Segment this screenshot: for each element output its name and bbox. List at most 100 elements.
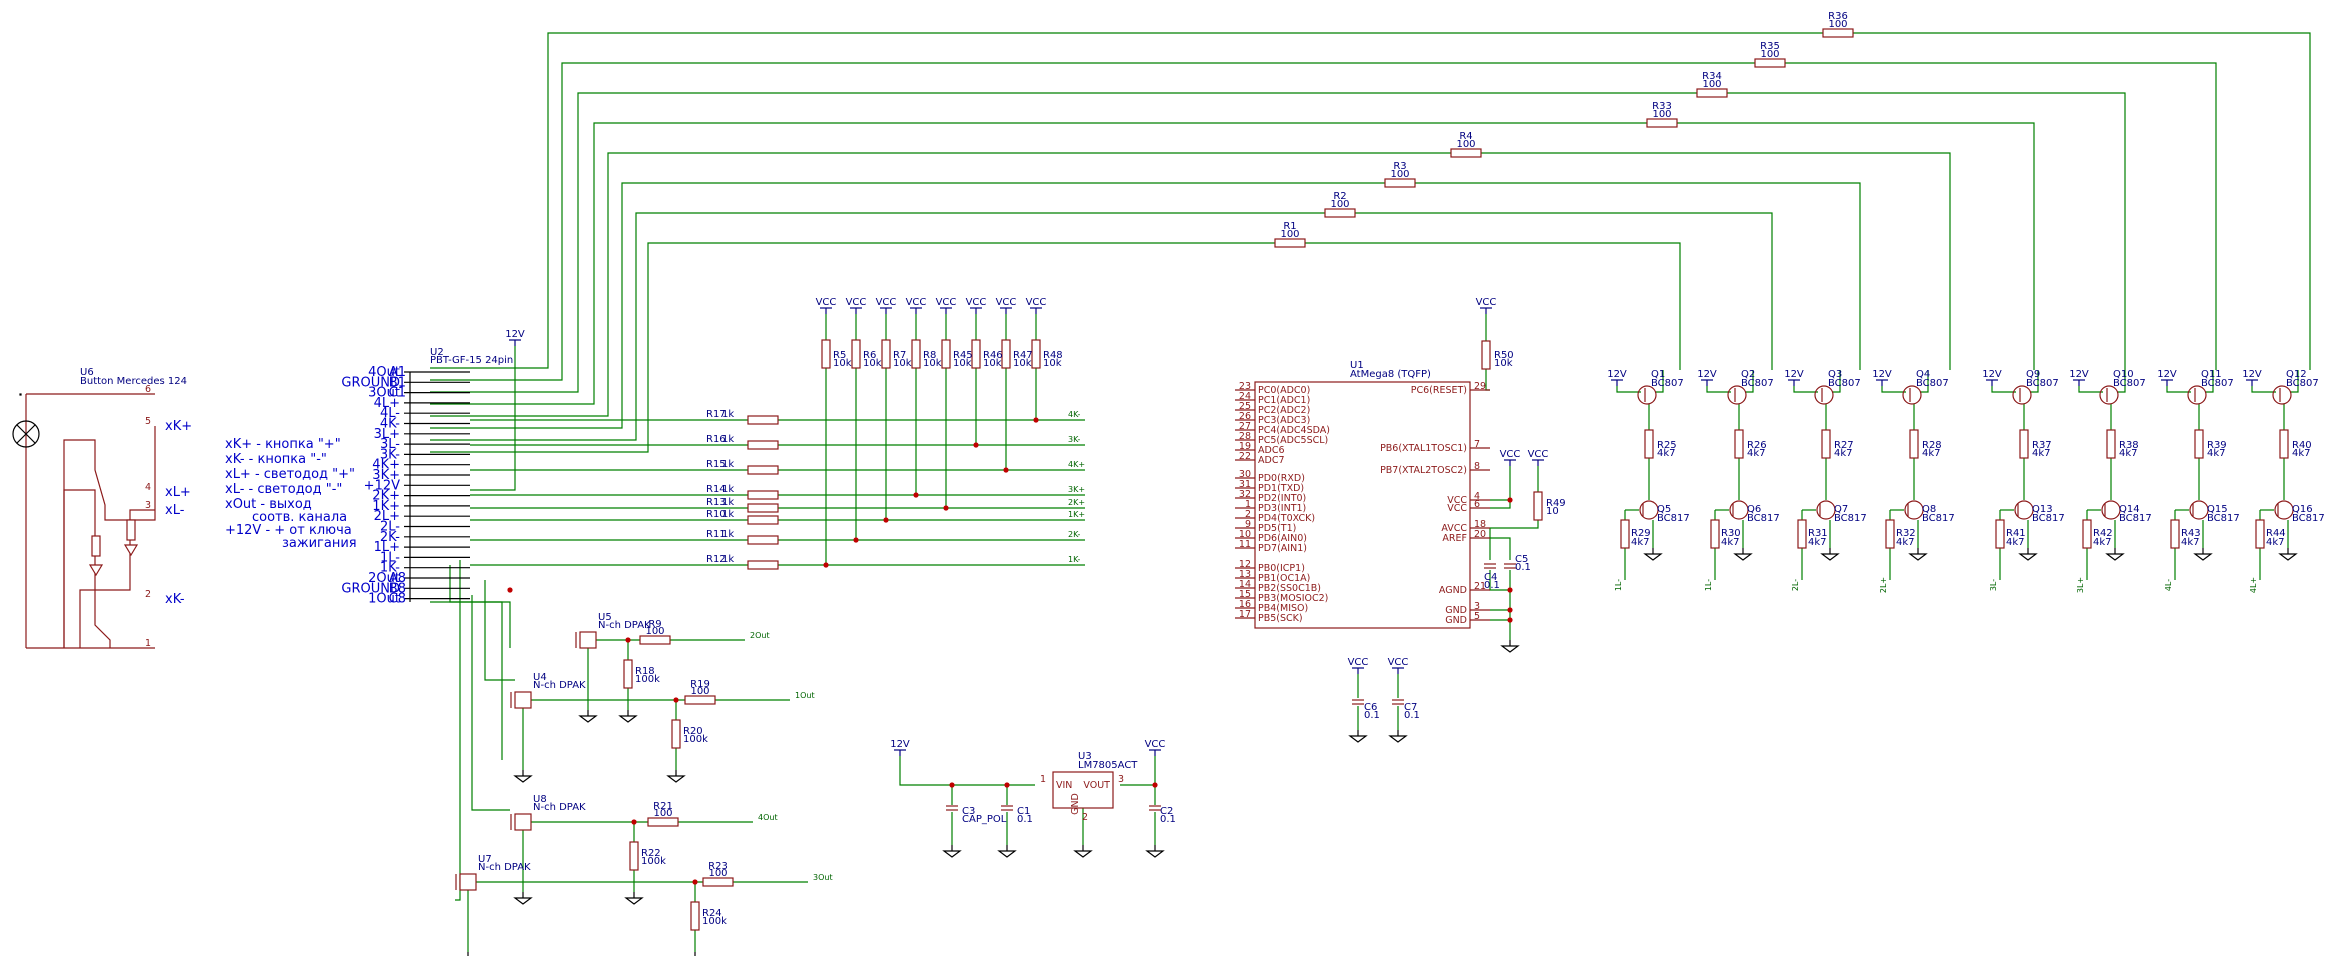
driver-resistor-value: 4k7 [2292,448,2311,459]
npn-value: BC817 [1834,513,1867,524]
mcu-pin-number: 28 [1239,431,1251,442]
connector-pin-name: 2Out [368,571,400,586]
connector-pin-name: 1K+ [372,499,400,514]
connector-pin-name: +12V [364,478,400,493]
connector-pin-name: 3L- [380,437,400,452]
conn-out-net [449,565,503,760]
driver-base [1655,370,1664,393]
ground-symbol [2105,553,2125,561]
mcu-pin-number: 24 [1239,391,1251,402]
mcu-pin-number: 22 [1239,451,1251,462]
top-net-left [430,182,1385,429]
junction-dot [1507,617,1513,623]
input-resistor [747,415,779,425]
mosfet-net-label: 1Out [795,691,815,700]
mcu-pin-name: PB2(SS0C1B) [1258,583,1321,594]
mcu-pin-number: 25 [1239,401,1251,412]
conn-out-net [484,580,515,681]
c2-ref: C2 [1160,806,1173,817]
driver-base [1920,370,1929,393]
c6-value: 0.1 [1364,710,1380,721]
ground-symbol [942,850,962,858]
mcu-pin-name: VCC [1447,503,1467,514]
c4-ref: C4 [1484,572,1497,583]
labels-layer: R36100R35100R34100R33100R4100R3100R2100R… [80,11,2325,927]
ground-symbol [1388,735,1408,743]
legend-line: xOut - выход [225,497,312,512]
v12-supply-label: 12V [1872,369,1892,380]
mosfet-body [514,691,532,709]
junction-dot [507,587,513,593]
pnp-value: BC807 [2286,378,2319,389]
pnp-transistor [2187,385,2207,405]
top-resistor-value: 100 [1456,139,1475,150]
connector-pin-id: C8 [389,592,406,607]
npn-value: BC817 [1657,513,1690,524]
v12-supply-label: 12V [1607,369,1627,380]
pullup-resistor [821,339,831,369]
junction-dot [1507,607,1513,613]
ground-symbol [1500,645,1520,653]
base-resistor [2082,519,2092,549]
npn-transistor [1904,500,1924,520]
junction-dot [692,879,698,885]
junction-dot [949,782,955,788]
c7-ref: C7 [1404,702,1417,713]
input-ref: R14 [706,484,726,495]
mosfet-body [514,813,532,831]
npn-ref: Q15 [2207,504,2228,515]
input-net-label: 2K+ [1068,498,1085,507]
pullup-resistor [941,339,951,369]
mosfet-value: N-ch DPAK [533,802,586,813]
driver-base [2290,370,2299,393]
legend-line: xK+ - кнопка "+" [225,437,341,452]
base-resistor-value: 4k7 [2266,537,2285,548]
npn-transistor [2101,500,2121,520]
mcu-pin-name: GND [1445,615,1467,626]
r50-value: 10k [1494,358,1513,369]
mcu-pin-name: AVCC [1441,523,1467,534]
junction-dot [1152,782,1158,788]
vcc-supply-label: VCC [1528,449,1549,460]
top-net-right [1677,122,2035,370]
u6-pin-number: 3 [145,500,151,511]
c6-ref: C6 [1364,702,1377,713]
mcu-pin-number: 27 [1239,421,1251,432]
mcu-pin-name: PB0(ICP1) [1258,563,1305,574]
top-net-right [1785,62,2217,370]
pullup-ref: R45 [953,350,973,361]
mcu-pin-number: 1 [1245,499,1251,510]
connector-pin-name: 4Out [368,365,400,380]
pnp-ref: Q12 [2286,369,2307,380]
mosfet-value: N-ch DPAK [533,680,586,691]
base-resistor [1885,519,1895,549]
top-resistor-value: 100 [1330,199,1349,210]
u3-gnd: GND [1070,793,1081,815]
junction-dot [883,517,889,523]
mcu-pin-name: PD4(T0XCK) [1258,513,1315,524]
driver-emitter [1793,386,1818,393]
pullup-resistor [971,339,981,369]
top-resistor-value: 100 [1760,49,1779,60]
u3-ref: U3 [1078,751,1092,762]
pnp-ref: Q1 [1651,369,1665,380]
pulldown-value: 100k [641,856,666,867]
legend-line: зажигания [282,536,357,551]
pullup-value: 10k [1013,358,1032,369]
npn-ref: Q13 [2032,504,2053,515]
input-value: 1k [722,497,734,508]
mcu-pin-name: PC2(ADC2) [1258,405,1310,416]
driver-resistor-ref: R39 [2207,440,2227,451]
mcu-pin-name: PC0(ADC0) [1258,385,1310,396]
connector-pin-name: 1Out [368,592,400,607]
junction-dot [913,492,919,498]
mcu-pin-name: PC6(RESET) [1411,385,1467,396]
gnd-net [430,601,511,648]
vcc-net [1490,466,1511,509]
label-xl-minus: xL- [165,503,185,518]
mcu-pin-name: GND [1445,605,1467,616]
mosfet-ref: U7 [478,854,492,865]
pulldown-value: 100k [702,916,727,927]
junction-dot [1507,497,1513,503]
